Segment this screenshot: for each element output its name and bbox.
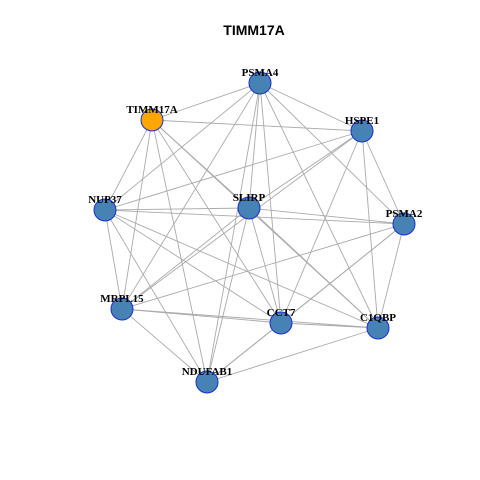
node-circle[interactable] bbox=[237, 196, 261, 220]
node-label: PSMA4 bbox=[242, 67, 279, 79]
edge-psma2-c1qbp bbox=[377, 223, 405, 329]
node-label: HSPE1 bbox=[345, 115, 379, 127]
node-c1qbp[interactable]: C1QBP bbox=[360, 312, 396, 340]
node-timm17a[interactable]: TIMM17A bbox=[126, 104, 178, 132]
node-circle[interactable] bbox=[195, 370, 219, 394]
node-circle[interactable] bbox=[366, 316, 390, 340]
node-circle[interactable] bbox=[248, 71, 272, 95]
edge-hspe1-psma2 bbox=[361, 130, 405, 225]
edge-slirp-ndufab1 bbox=[206, 207, 250, 383]
edge-psma4-mrpl15 bbox=[121, 82, 261, 310]
edge-psma4-nup37 bbox=[104, 82, 261, 211]
node-circle[interactable] bbox=[110, 297, 134, 321]
edge-slirp-psma2 bbox=[248, 207, 405, 225]
node-ndufab1[interactable]: NDUFAB1 bbox=[182, 366, 233, 394]
edge-slirp-mrpl15 bbox=[121, 207, 250, 310]
node-circle[interactable] bbox=[140, 108, 164, 132]
edge-nup37-c1qbp bbox=[104, 209, 379, 329]
edge-timm17a-nup37 bbox=[104, 119, 153, 211]
edge-nup37-cct7 bbox=[104, 209, 282, 324]
node-mrpl15[interactable]: MRPL15 bbox=[100, 293, 144, 321]
edge-psma2-mrpl15 bbox=[121, 223, 405, 310]
edge-hspe1-mrpl15 bbox=[121, 130, 363, 310]
edge-psma4-cct7 bbox=[259, 82, 282, 324]
edge-hspe1-nup37 bbox=[104, 130, 363, 211]
edge-nup37-ndufab1 bbox=[104, 209, 208, 383]
node-slirp[interactable]: SLIRP bbox=[233, 192, 266, 220]
edge-timm17a-ndufab1 bbox=[151, 119, 208, 383]
edge-hspe1-cct7 bbox=[280, 130, 363, 324]
edge-timm17a-mrpl15 bbox=[121, 119, 153, 310]
edge-mrpl15-ndufab1 bbox=[121, 308, 208, 383]
node-label: NUP37 bbox=[88, 194, 122, 206]
node-label: TIMM17A bbox=[126, 104, 177, 116]
edge-layer bbox=[104, 82, 405, 383]
edge-psma4-slirp bbox=[248, 82, 261, 209]
edge-nup37-slirp bbox=[104, 207, 250, 211]
node-psma4[interactable]: PSMA4 bbox=[242, 67, 279, 95]
edge-hspe1-slirp bbox=[248, 130, 363, 209]
edge-psma4-ndufab1 bbox=[206, 82, 261, 383]
node-label: CCT7 bbox=[267, 307, 296, 319]
node-hspe1[interactable]: HSPE1 bbox=[345, 115, 379, 143]
node-nup37[interactable]: NUP37 bbox=[88, 194, 122, 222]
edge-cct7-ndufab1 bbox=[206, 322, 282, 383]
edge-mrpl15-c1qbp bbox=[121, 308, 379, 329]
edge-timm17a-hspe1 bbox=[151, 119, 363, 132]
edge-c1qbp-ndufab1 bbox=[206, 327, 379, 383]
node-label: MRPL15 bbox=[100, 293, 144, 305]
edge-slirp-c1qbp bbox=[248, 207, 379, 329]
edge-hspe1-c1qbp bbox=[361, 130, 379, 329]
node-psma2[interactable]: PSMA2 bbox=[386, 208, 423, 236]
edge-cct7-c1qbp bbox=[280, 322, 379, 329]
edge-timm17a-cct7 bbox=[151, 119, 282, 324]
node-circle[interactable] bbox=[269, 311, 293, 335]
node-circle[interactable] bbox=[350, 119, 374, 143]
edge-psma4-timm17a bbox=[151, 82, 261, 121]
edge-psma4-c1qbp bbox=[259, 82, 379, 329]
node-label: C1QBP bbox=[360, 312, 396, 324]
diagram-title: TIMM17A bbox=[223, 22, 284, 38]
node-label: NDUFAB1 bbox=[182, 366, 233, 378]
node-label: PSMA2 bbox=[386, 208, 423, 220]
node-cct7[interactable]: CCT7 bbox=[267, 307, 296, 335]
node-label: SLIRP bbox=[233, 192, 266, 204]
node-circle[interactable] bbox=[93, 198, 117, 222]
node-circle[interactable] bbox=[392, 212, 416, 236]
edge-psma4-hspe1 bbox=[259, 82, 363, 132]
edge-nup37-mrpl15 bbox=[104, 209, 123, 310]
